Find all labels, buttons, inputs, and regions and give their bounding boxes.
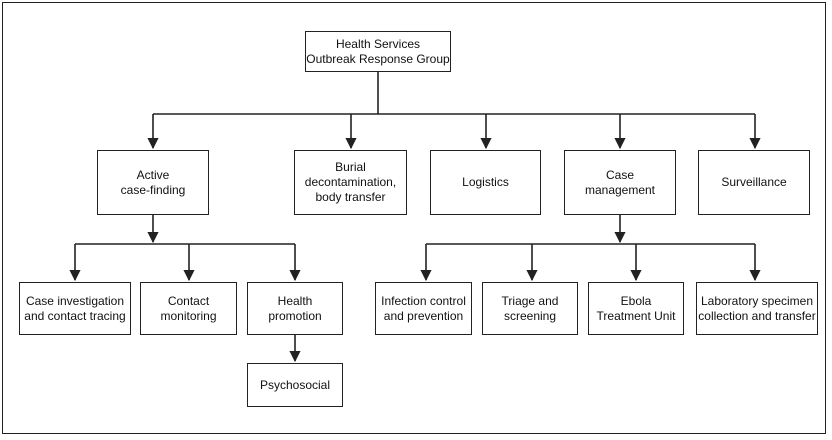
node-label-line: case-finding: [120, 182, 186, 197]
node-case-investigation: Case investigation and contact tracing: [19, 282, 131, 335]
node-triage-screening: Triage and screening: [482, 282, 578, 335]
node-label-line: Case: [605, 167, 634, 182]
node-label-line: body transfer: [315, 190, 386, 204]
node-label-line: Psychosocial: [259, 377, 331, 392]
node-label-line: Health: [277, 293, 313, 308]
node-label-line: Contact: [167, 293, 210, 308]
node-surveillance: Surveillance: [698, 150, 810, 215]
node-active-case-finding: Active case-finding: [97, 150, 209, 215]
node-label-line: and contact tracing: [24, 308, 126, 323]
node-laboratory-specimen: Laboratory specimen collection and trans…: [696, 282, 818, 335]
node-label-line: decontamination,: [304, 175, 397, 189]
node-label-line: collection and transfer: [698, 308, 816, 323]
node-infection-control: Infection control and prevention: [375, 282, 472, 335]
node-label-line: Ebola: [620, 293, 652, 308]
node-ebola-treatment-unit: Ebola Treatment Unit: [588, 282, 684, 335]
node-label-line: screening: [503, 308, 557, 323]
node-label-line: promotion: [268, 308, 322, 323]
node-label-line: monitoring: [160, 308, 217, 323]
diagram-frame: [2, 2, 826, 434]
node-label-line: Treatment Unit: [596, 308, 676, 323]
node-label-line: Burial: [335, 160, 366, 174]
node-label-line: Infection control: [381, 293, 466, 308]
node-case-management: Case management: [564, 150, 676, 215]
node-label-line: Health Services: [335, 36, 421, 51]
node-health-promotion: Health promotion: [247, 282, 343, 335]
node-label-line: Surveillance: [721, 175, 787, 189]
node-logistics: Logistics: [430, 150, 541, 215]
node-label-line: Logistics: [462, 175, 509, 189]
node-label-line: Triage and: [501, 293, 559, 308]
node-contact-monitoring: Contact monitoring: [140, 282, 237, 335]
node-health-services-outbreak-response-group: Health Services Outbreak Response Group: [305, 31, 451, 72]
node-burial-decontamination: Burial decontamination, body transfer: [294, 150, 407, 215]
node-label-line: Laboratory specimen: [700, 293, 814, 308]
node-label-line: Case investigation: [25, 293, 125, 308]
node-label-line: Active: [136, 167, 170, 182]
node-psychosocial: Psychosocial: [247, 363, 343, 407]
node-label-line: Outbreak Response Group: [306, 51, 450, 66]
node-label-line: and prevention: [383, 308, 464, 323]
node-label-line: management: [584, 182, 656, 197]
